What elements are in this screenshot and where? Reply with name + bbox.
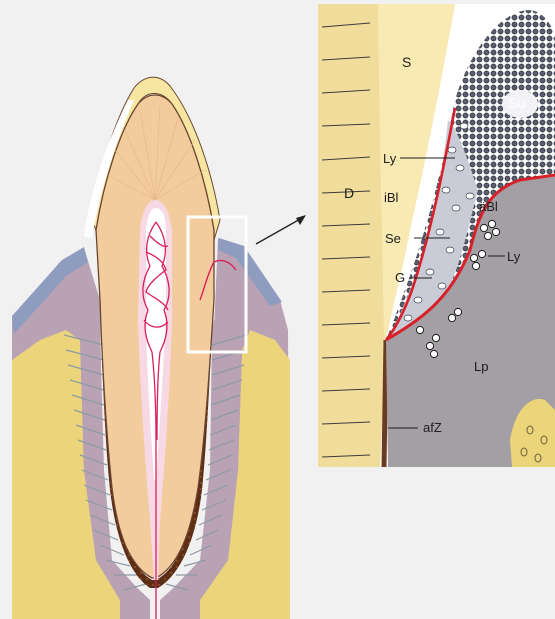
label-outer-basal-lamina: äBl [479,200,498,213]
label-enamel-space: S [402,55,411,69]
zoom-arrow [256,215,306,244]
label-lymphocytes-right: Ly [507,250,520,263]
cementum-line [384,340,386,467]
label-lymphocytes-top: Ly [383,152,396,165]
label-secondary-enamel-cuticle: Se [385,232,401,245]
label-lamina-propria: Lp [474,360,488,373]
label-inner-basal-lamina: iBl [384,191,398,204]
magnified-view [318,4,555,467]
label-sulcular-epithelium: Su [508,96,525,110]
label-dentin: D [344,186,354,200]
label-acellular-fibers: afZ [423,421,442,434]
label-granulocytes: G [395,271,405,284]
tooth-overview [12,77,290,619]
